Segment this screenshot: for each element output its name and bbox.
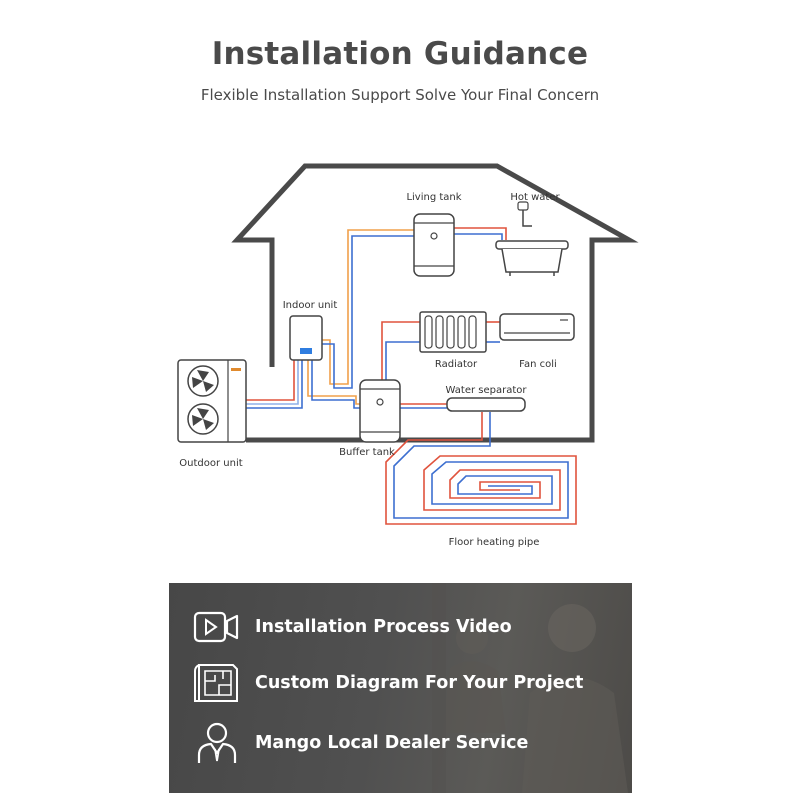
buffer-tank <box>359 379 401 443</box>
label-outdoor-unit: Outdoor unit <box>179 458 242 469</box>
service-video[interactable]: Installation Process Video <box>193 607 512 647</box>
label-fan-coil: Fan coli <box>519 359 557 370</box>
house-outline <box>231 163 639 443</box>
page-subtitle: Flexible Installation Support Solve Your… <box>200 86 600 104</box>
label-living-tank: Living tank <box>406 192 461 203</box>
page-title: Installation Guidance <box>211 36 589 72</box>
bathtub <box>495 201 569 276</box>
label-indoor-unit: Indoor unit <box>283 300 338 311</box>
indoor-unit <box>289 315 323 361</box>
technician-background-figure <box>432 583 628 793</box>
video-camera-icon <box>193 607 241 647</box>
service-dealer[interactable]: Mango Local Dealer Service <box>193 722 529 763</box>
outdoor-unit <box>177 359 247 443</box>
service-video-label: Installation Process Video <box>255 617 512 637</box>
label-radiator: Radiator <box>435 359 478 370</box>
label-water-separator: Water separator <box>446 385 528 396</box>
service-diagram[interactable]: Custom Diagram For Your Project <box>193 663 583 703</box>
radiator <box>419 311 487 353</box>
dealer-person-icon <box>193 722 241 763</box>
service-diagram-label: Custom Diagram For Your Project <box>255 673 584 693</box>
pipes-hotwater <box>318 227 507 389</box>
blueprint-icon <box>193 663 241 703</box>
floor-heating-pipe <box>385 412 577 525</box>
service-dealer-label: Mango Local Dealer Service <box>255 733 529 753</box>
label-floor-heating: Floor heating pipe <box>449 537 540 548</box>
water-separator <box>446 397 526 412</box>
label-buffer-tank: Buffer tank <box>339 447 395 458</box>
label-hot-water: Hot water <box>510 192 560 203</box>
services-panel: Installation Process Video Custom Diagra… <box>169 583 632 793</box>
pipes-buffer <box>307 360 362 409</box>
pipes-outdoor <box>246 360 303 409</box>
living-tank <box>413 213 455 277</box>
fan-coil <box>499 313 575 341</box>
